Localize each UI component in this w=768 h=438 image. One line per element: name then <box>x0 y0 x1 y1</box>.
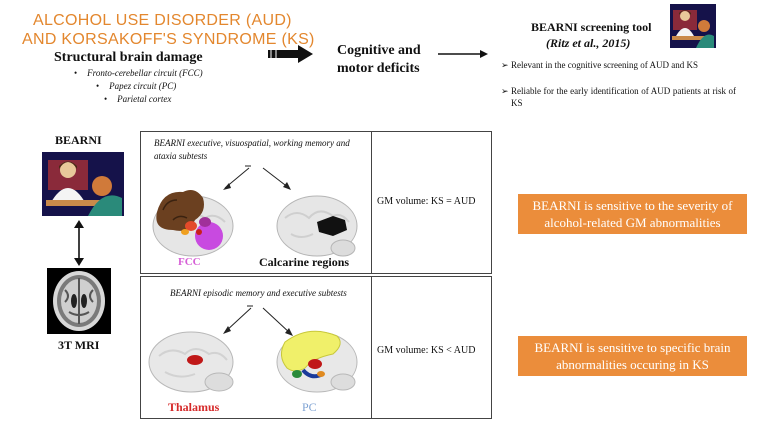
thick-arrow-icon <box>268 45 313 63</box>
damage-item-parietal: Parietal cortex <box>104 94 171 104</box>
panel-divider <box>371 276 372 418</box>
cognitive-motor-deficits: Cognitive and motor deficits <box>337 43 421 76</box>
title-line-2: AND KORSAKOFF'S SYNDROME (KS) <box>22 31 315 48</box>
mri-brain-scan-icon <box>47 268 111 334</box>
panel1-gm-volume: GM volume: KS = AUD <box>377 196 476 207</box>
finding-severity-box: BEARNI is sensitive to the severity of a… <box>518 194 747 234</box>
fcc-region-label: FCC <box>178 256 201 268</box>
panel-divider <box>371 131 372 273</box>
title-line-1: ALCOHOL USE DISORDER (AUD) <box>33 12 292 29</box>
calcarine-region-label: Calcarine regions <box>259 255 350 269</box>
tool-citation: (Ritz et al., 2015) <box>546 36 631 50</box>
clinician-illustration-icon <box>670 4 716 48</box>
clinician-illustration-icon <box>42 152 124 216</box>
pc-region-label: PC <box>302 400 317 414</box>
tool-title: BEARNI screening tool <box>531 20 652 34</box>
damage-item-pc: Papez circuit (PC) <box>96 81 176 91</box>
finding-specific-box: BEARNI is sensitive to specific brain ab… <box>518 336 747 376</box>
panel2-subtests: BEARNI episodic memory and executive sub… <box>170 288 347 298</box>
mri-label: 3T MRI <box>58 338 100 352</box>
tool-bullet-1: ➢Relevant in the cognitive screening of … <box>501 60 698 70</box>
panel2-brain-illustrations <box>148 305 358 393</box>
arrow-right-icon <box>438 50 488 58</box>
panel1-brain-illustrations <box>152 165 358 257</box>
panel2-gm-volume: GM volume: KS < AUD <box>377 345 476 356</box>
structural-damage-heading: Structural brain damage <box>54 50 203 65</box>
thalamus-region-label: Thalamus <box>168 400 220 414</box>
bidirectional-arrow-icon <box>74 220 84 266</box>
tool-bullet-2: ➢Reliable for the early identification o… <box>501 86 736 108</box>
damage-item-fcc: Fronto-cerebellar circuit (FCC) <box>74 68 202 78</box>
panel1-subtests: BEARNI executive, visuospatial, working … <box>154 138 350 161</box>
bearni-label: BEARNI <box>55 133 102 147</box>
